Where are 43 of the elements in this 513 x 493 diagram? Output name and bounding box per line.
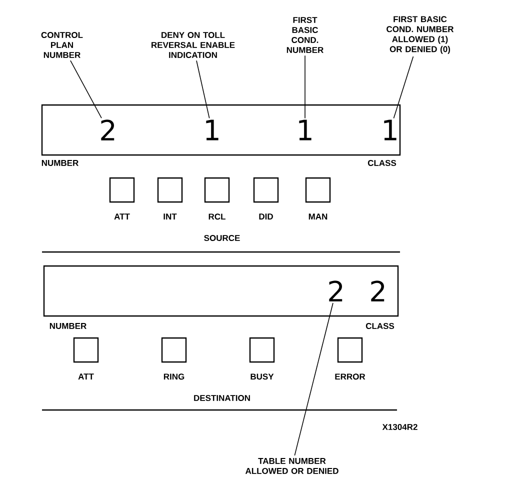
callout-text: TABLE NUMBER ALLOWED OR DENIED <box>245 458 338 474</box>
callout-text: FIRST BASIC COND. NUMBER <box>286 17 324 53</box>
display-digit: 1 <box>206 120 218 140</box>
node-label: INT <box>164 214 177 220</box>
indicator-lamp: MAN <box>305 177 331 220</box>
indicator-lamp: DID <box>253 177 279 220</box>
indicator-lamp: RCL <box>204 177 230 220</box>
node-label: MAN <box>308 214 328 220</box>
panel-label: NUMBER <box>50 323 86 329</box>
indicator-lamp: INT <box>157 177 183 220</box>
indicator-lamp: ERROR <box>335 337 366 380</box>
leader-line <box>294 302 334 456</box>
display-digit: 1 <box>299 120 312 140</box>
indicator-lamp: ATT <box>73 337 99 380</box>
node-label: DID <box>259 214 273 220</box>
panel-label: DESTINATION <box>194 395 250 401</box>
display-digit: 1 <box>384 120 396 140</box>
panel-label: NUMBER <box>42 160 78 166</box>
indicator-lamp: RING <box>161 337 187 380</box>
display-panel <box>43 265 399 317</box>
callout-text: CONTROL PLAN NUMBER <box>41 32 83 58</box>
callout-text: FIRST BASIC COND. NUMBER ALLOWED (1) OR DENIED (0) <box>386 16 454 54</box>
display-digit: 2 <box>329 280 342 302</box>
leader-line <box>196 60 210 119</box>
leader-line <box>304 55 306 119</box>
indicator-lamp: BUSY <box>249 337 275 380</box>
panel-label: CLASS <box>366 323 394 329</box>
panel-label: SOURCE <box>204 235 240 241</box>
display-digit: 2 <box>101 120 114 140</box>
display-panel <box>41 104 401 156</box>
display-digit: 2 <box>371 280 384 302</box>
callout-text: DENY ON TOLL REVERSAL ENABLE INDICATION <box>152 32 235 58</box>
panel-label: X1304R2 <box>382 424 418 430</box>
node-label: RING <box>164 374 184 380</box>
node-label: ERROR <box>335 374 366 380</box>
node-label: ATT <box>114 214 130 220</box>
node-label: ATT <box>78 374 94 380</box>
node-label: RCL <box>208 214 226 220</box>
node-label: BUSY <box>250 374 274 380</box>
indicator-lamp: ATT <box>109 177 135 220</box>
panel-label: CLASS <box>368 160 396 166</box>
leader-line <box>393 56 414 119</box>
leader-line <box>70 60 102 118</box>
